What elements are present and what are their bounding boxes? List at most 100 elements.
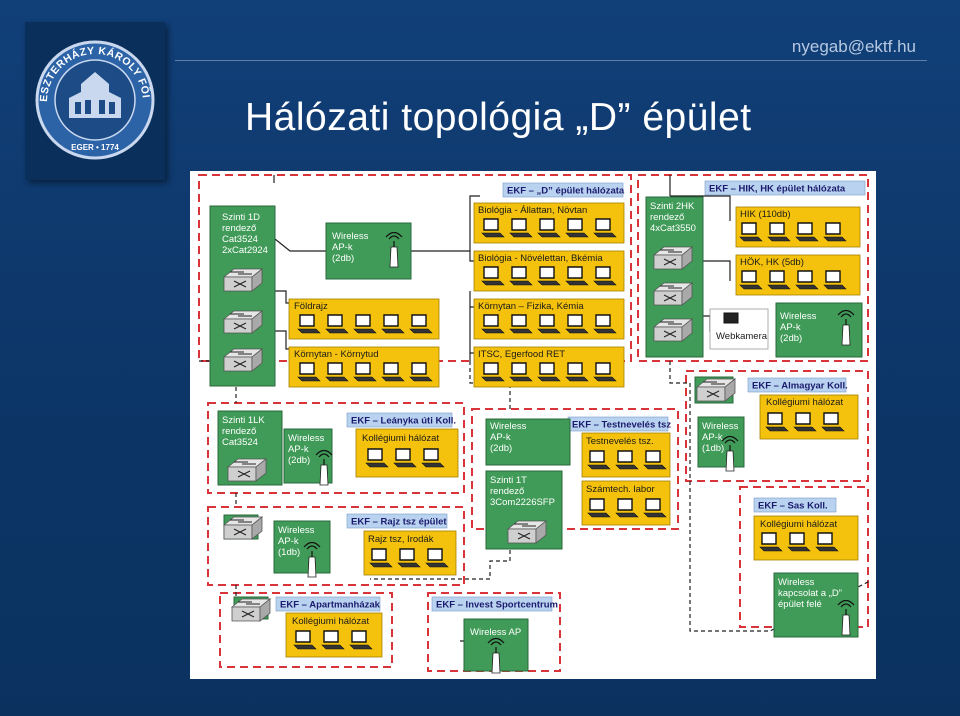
wireless-ap-icon [315, 449, 333, 486]
group-testneveles-tsz-label: Testnevelés tsz. [586, 436, 654, 447]
computer-icon [565, 314, 589, 334]
switch-icon [695, 378, 737, 402]
zone-sas-header-box [753, 497, 837, 513]
author-email: nyegab@ektf.hu [791, 37, 916, 56]
zone-hk-header-box [704, 180, 866, 196]
computer-icon [821, 412, 845, 432]
device-wireless-leanyka-label: Wireless [288, 433, 325, 444]
zone-sas-header: EKF – Sas Koll. [758, 501, 828, 512]
computer-icon [793, 412, 817, 432]
zone-testneveles-header: EKF – Testnevelés tsz [572, 420, 671, 431]
switch-icon [506, 520, 548, 544]
device-szinti-2hk-label: rendező [650, 212, 684, 223]
switch-icon [222, 310, 264, 334]
device-szinti-1d-label: 2xCat2924 [222, 245, 268, 256]
dashed-link [689, 383, 871, 632]
computer-icon [293, 630, 317, 650]
computer-icon [765, 412, 789, 432]
computer-icon [369, 548, 393, 568]
group-rajz-irodak-label: Rajz tsz, Irodák [368, 534, 434, 545]
computer-icon [381, 314, 405, 334]
group-kornytan-kornytud-label: Környtan - Környtud [294, 349, 379, 360]
device-wireless-d-label: AP-k [332, 242, 353, 253]
group-biologia-allattan-label: Biológia - Állattan, Növtan [478, 205, 587, 216]
computer-icon [397, 548, 421, 568]
zone-rajz-header: EKF – Rajz tsz épület [351, 517, 447, 528]
computer-icon [325, 314, 349, 334]
switch-icon [652, 282, 694, 306]
computer-icon [767, 222, 791, 242]
computer-icon [537, 218, 561, 238]
computer-icon [795, 270, 819, 290]
group-hok-label: HÖK, HK (5db) [740, 257, 804, 268]
logo-bottom-text: EGER • 1774 [71, 143, 119, 152]
computer-icon [509, 362, 533, 382]
computer-icon [593, 314, 617, 334]
computer-icon [767, 270, 791, 290]
switch-icon [222, 348, 264, 372]
device-wireless-almagyar-label: (1db) [702, 443, 724, 454]
network-link [378, 195, 480, 252]
computer-icon [349, 630, 373, 650]
computer-icon [537, 314, 561, 334]
computer-icon [297, 314, 321, 334]
dashed-link [669, 361, 690, 384]
group-kollegium-apartman-label: Kollégiumi hálózat [292, 616, 369, 627]
zone-d-header: EKF – „D” épület hálózata [507, 186, 625, 197]
group-kollegium-sas-label: Kollégiumi hálózat [760, 519, 837, 530]
computer-icon [365, 448, 389, 468]
device-wireless-almagyar [697, 416, 745, 468]
webcam-icon [723, 312, 739, 324]
computer-icon [381, 362, 405, 382]
computer-icon [393, 448, 417, 468]
computer-icon [537, 266, 561, 286]
device-szinti-1d-label: rendező [222, 223, 256, 234]
computer-icon [593, 266, 617, 286]
device-wireless-kapcsolat-label: Wireless [778, 577, 815, 588]
device-szinti-1t-label: 3Com2226SFP [490, 497, 555, 508]
switch-icon [222, 516, 264, 540]
device-wireless-testneveles-label: (2db) [490, 443, 512, 454]
computer-icon [537, 362, 561, 382]
computer-icon [481, 314, 505, 334]
computer-icon [615, 450, 639, 470]
computer-icon [297, 362, 321, 382]
computer-icon [795, 222, 819, 242]
device-szinti-1t-label: rendező [490, 486, 524, 497]
computer-icon [739, 270, 763, 290]
network-link [670, 195, 731, 221]
device-wireless-rajz [273, 520, 331, 574]
college-logo: ESZTERHÁZY KÁROLY FŐISKOLA EGER • 1774 [25, 22, 165, 180]
computer-icon [353, 362, 377, 382]
zone-almagyar [685, 370, 869, 482]
switch-icon [652, 318, 694, 342]
device-wireless-rajz-label: Wireless [278, 525, 315, 536]
computer-icon [509, 266, 533, 286]
device-szinti-1lk-label: rendező [222, 426, 256, 437]
zone-leanyka-header: EKF – Leányka úti Koll. [351, 416, 456, 427]
wireless-ap-icon [487, 637, 505, 674]
computer-icon [823, 270, 847, 290]
computer-icon [565, 266, 589, 286]
computer-icon [321, 630, 345, 650]
computer-icon [425, 548, 449, 568]
zone-almagyar-header-box [747, 377, 847, 393]
device-wireless-d-label: (2db) [332, 253, 354, 264]
device-wireless-almagyar-label: AP-k [702, 432, 723, 443]
device-wireless-rajz-label: (1db) [278, 547, 300, 558]
computer-icon [409, 362, 433, 382]
computer-icon [615, 498, 639, 518]
device-wireless-testneveles-label: AP-k [490, 432, 511, 443]
switch-icon [226, 458, 268, 482]
device-wireless-invest-label: Wireless AP [470, 627, 521, 638]
device-szinti-1lk-label: Cat3524 [222, 437, 258, 448]
device-wireless-hk [775, 302, 863, 358]
device-szinti-1d-label: Szinti 1D [222, 212, 260, 223]
computer-icon [587, 450, 611, 470]
switch-icon [230, 598, 272, 622]
group-foldrajz-label: Földrajz [294, 301, 328, 312]
zone-d-header-box [502, 182, 624, 198]
zone-apartman [219, 592, 393, 668]
device-wireless-almagyar-label: Wireless [702, 421, 739, 432]
